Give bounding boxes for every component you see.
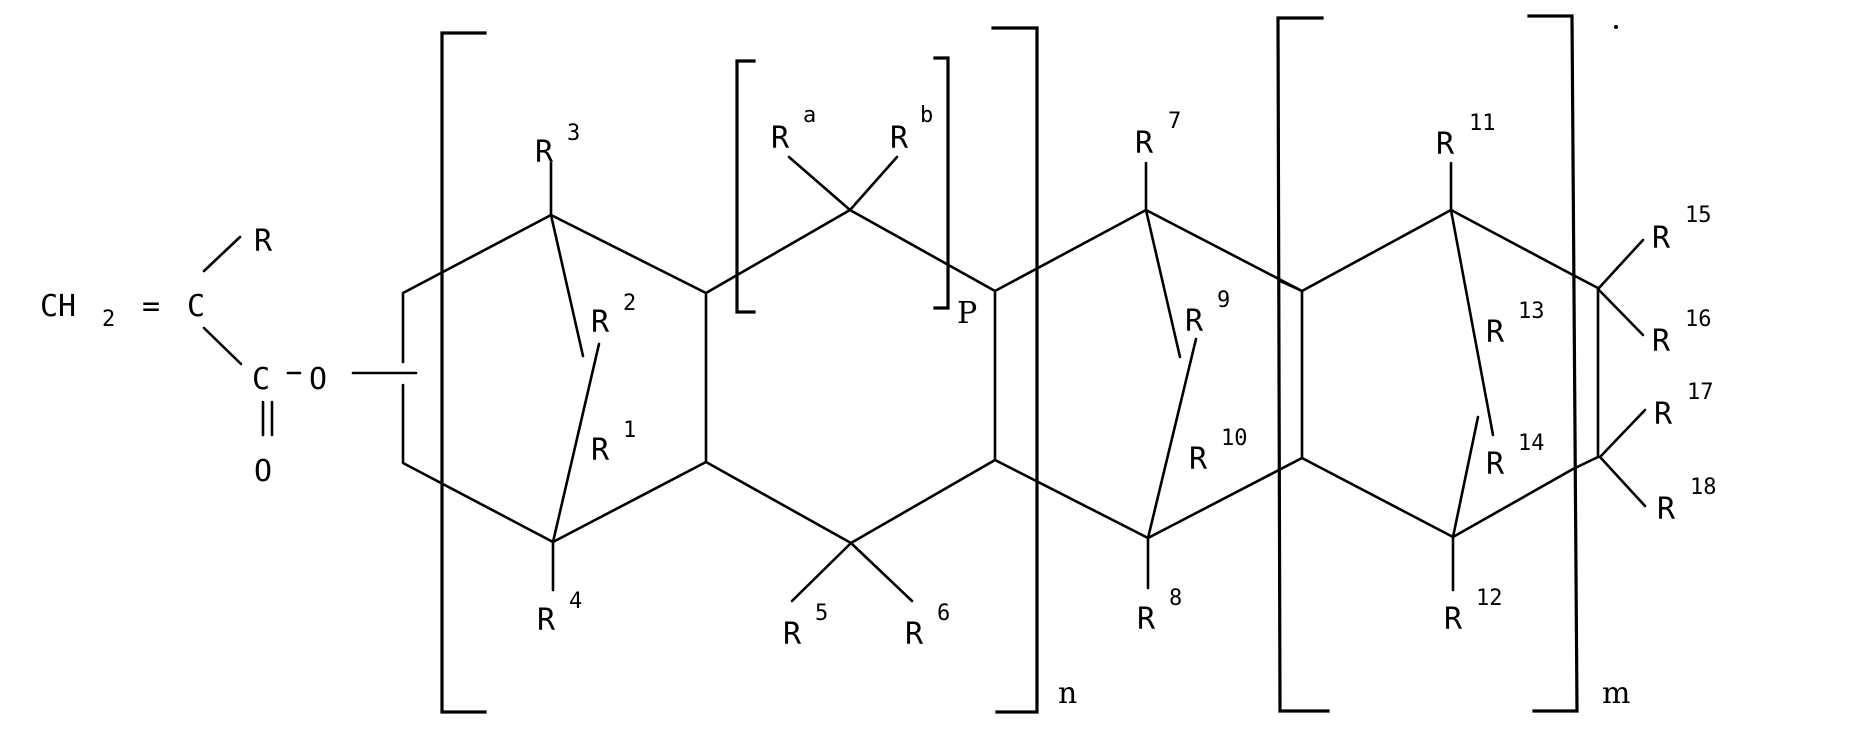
r12-superscript: 12 [1476,586,1503,611]
bond-bridge-ring3-ring4-top [1278,279,1304,293]
r5-label: R [783,617,802,652]
r14-label: R [1486,447,1505,482]
ring-3: R 7 R 9 R 10 R 8 [993,109,1304,637]
acrylate-group: CH 2 = C R C O O [40,224,418,489]
bond-c-r [202,235,242,273]
r13-label: R [1486,315,1505,350]
r14-superscript: 14 [1518,431,1545,456]
r7-superscript: 7 [1168,109,1181,134]
ring-1-outline [401,213,708,544]
bond-r6 [849,541,914,603]
n-bracket-right [991,26,1039,714]
r11-label: R [1436,127,1455,162]
bond-ra [787,155,852,212]
bridge-bond-r13 [1449,208,1495,437]
r13-superscript: 13 [1518,299,1545,324]
r16-superscript: 16 [1685,307,1712,332]
bond-r5 [790,541,853,603]
r10-superscript: 10 [1221,426,1248,451]
r8-label: R [1137,602,1156,637]
bond-r16 [1596,287,1645,337]
scan-speck [1614,25,1618,29]
r12-label: R [1444,602,1463,637]
p-index-label: P [957,296,977,331]
r2-superscript: 2 [623,291,636,316]
r3-superscript: 3 [567,121,580,146]
r1-label: R [591,433,610,468]
r17-label: R [1654,397,1673,432]
ring-3-outline [993,208,1304,540]
r-substituent-label: R [254,224,273,259]
ra-label: R [771,121,790,156]
m-bracket-left [1276,16,1330,713]
ra-superscript: a [803,103,816,128]
rb-label: R [890,121,909,156]
r1-superscript: 1 [623,418,636,443]
carbonyl-carbon-label: C [252,362,270,397]
r18-label: R [1657,492,1676,527]
ch2-label: CH [40,289,76,324]
bond-rb [848,155,899,212]
bridge-bond-r9 [1144,208,1182,359]
rb-superscript: b [920,103,933,128]
r9-superscript: 9 [1217,288,1230,313]
r5-superscript: 5 [815,601,828,626]
bridge-bond-r1 [551,342,601,544]
r4-superscript: 4 [569,589,582,614]
r6-superscript: 6 [937,601,950,626]
r9-label: R [1185,304,1204,339]
r3-label: R [535,135,554,170]
inner-bracket-right [933,56,950,310]
ring-4-outline [1300,208,1600,539]
r15-label: R [1652,221,1671,256]
r18-superscript: 18 [1690,475,1717,500]
n-bracket-left [440,31,487,714]
inner-bracket-left [735,59,756,314]
m-index-label: m [1602,676,1630,711]
r15-superscript: 15 [1685,203,1712,228]
alpha-carbon-label: C [187,289,205,324]
bridge-bond-r10 [1146,337,1198,540]
bond-r18 [1598,455,1647,508]
bond-c-carbonyl [202,326,243,366]
r4-label: R [537,603,556,638]
r10-label: R [1189,442,1208,477]
carbonyl-oxygen-label: O [254,454,272,489]
r2-label: R [591,305,610,340]
double-bond-sign: = [142,289,160,324]
n-index-label: n [1058,676,1077,711]
ester-oxygen-label: O [309,362,327,397]
m-bracket-right [1527,14,1579,713]
r16-label: R [1652,324,1671,359]
bond-r17 [1598,408,1647,459]
ring-4: R 11 R 13 R 14 R 12 R 15 R 16 R 17 R 18 [1278,111,1717,637]
r17-superscript: 17 [1687,380,1714,405]
r8-superscript: 8 [1169,586,1182,611]
ring-1: R 3 R 2 R 1 R 4 [401,121,708,638]
ring-2: R a R b R 5 R 6 P [704,56,997,652]
ch2-subscript: 2 [102,307,115,332]
bridge-bond-r14 [1451,415,1480,539]
bridge-bond-r2 [549,213,585,358]
ring-2-outline [704,208,997,545]
r11-superscript: 11 [1469,111,1496,136]
r7-label: R [1135,126,1154,161]
bond-r15 [1596,238,1645,291]
r6-label: R [905,617,924,652]
